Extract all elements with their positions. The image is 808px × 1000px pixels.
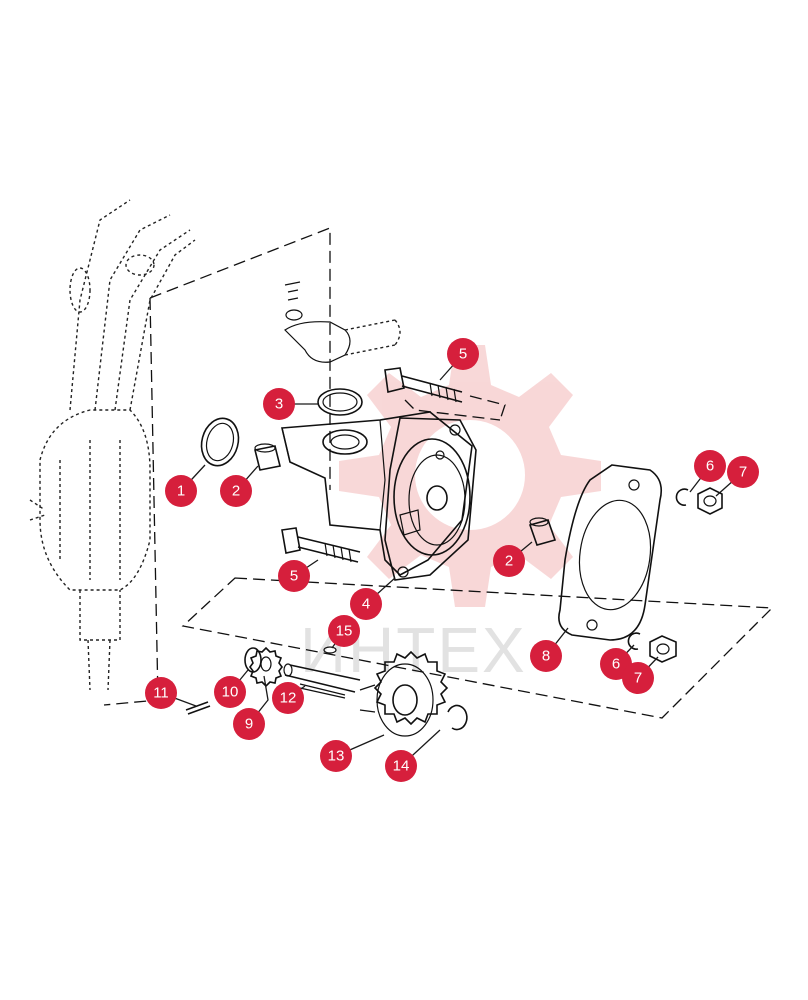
callout-13: 13 xyxy=(320,740,352,772)
callout-12: 12 xyxy=(272,682,304,714)
lower-dashed-frame xyxy=(181,577,774,719)
callout-7-upper: 7 xyxy=(727,456,759,488)
washer-nut-upper xyxy=(675,487,723,515)
svg-text:10: 10 xyxy=(222,684,239,701)
pin-11 xyxy=(185,701,211,715)
callout-3: 3 xyxy=(263,388,295,420)
callout-11: 11 xyxy=(145,677,177,709)
svg-text:6: 6 xyxy=(612,656,620,673)
callout-10: 10 xyxy=(214,676,246,708)
bushing-right xyxy=(528,517,557,546)
svg-text:1: 1 xyxy=(177,483,185,500)
callout-2-right: 2 xyxy=(493,545,525,577)
callout-4: 4 xyxy=(350,588,382,620)
callout-2-left: 2 xyxy=(220,475,252,507)
svg-text:9: 9 xyxy=(245,716,253,733)
pump-housing xyxy=(281,411,477,581)
top-bracket xyxy=(284,281,401,363)
callout-15: 15 xyxy=(328,615,360,647)
washer-nut-lower xyxy=(627,632,677,663)
svg-text:2: 2 xyxy=(232,483,240,500)
seal-ring-1 xyxy=(200,417,240,467)
spacer-and-pinion xyxy=(244,646,283,688)
drive-gear xyxy=(359,650,449,737)
mounting-panel-outline xyxy=(103,227,331,706)
bolt-upper xyxy=(384,367,506,421)
drive-shaft xyxy=(283,663,361,699)
callout-7-lower: 7 xyxy=(622,662,654,694)
callout-8: 8 xyxy=(530,640,562,672)
svg-text:11: 11 xyxy=(153,685,169,702)
distributor-assembly xyxy=(29,199,196,691)
pin-15 xyxy=(323,646,337,654)
svg-text:8: 8 xyxy=(542,648,550,665)
svg-text:5: 5 xyxy=(459,346,467,363)
bolt-lower xyxy=(281,527,361,563)
svg-text:5: 5 xyxy=(290,568,298,585)
callout-1: 1 xyxy=(165,475,197,507)
callout-5-upper: 5 xyxy=(447,338,479,370)
svg-text:3: 3 xyxy=(275,396,283,413)
svg-text:14: 14 xyxy=(393,758,410,775)
washer-3 xyxy=(317,388,363,416)
retaining-clip-14 xyxy=(447,704,468,731)
svg-text:12: 12 xyxy=(280,690,297,707)
callout-5-lower: 5 xyxy=(278,560,310,592)
svg-text:7: 7 xyxy=(739,464,747,481)
callout-6-upper: 6 xyxy=(694,450,726,482)
svg-text:15: 15 xyxy=(336,623,353,640)
svg-text:4: 4 xyxy=(362,596,370,613)
svg-text:2: 2 xyxy=(505,553,513,570)
callout-14: 14 xyxy=(385,750,417,782)
gasket-8 xyxy=(558,464,663,641)
svg-text:7: 7 xyxy=(634,670,642,687)
svg-text:6: 6 xyxy=(706,458,714,475)
callout-9: 9 xyxy=(233,708,265,740)
bushing-left xyxy=(254,443,281,471)
watermark-gear-icon xyxy=(339,345,601,607)
svg-text:13: 13 xyxy=(328,748,345,765)
